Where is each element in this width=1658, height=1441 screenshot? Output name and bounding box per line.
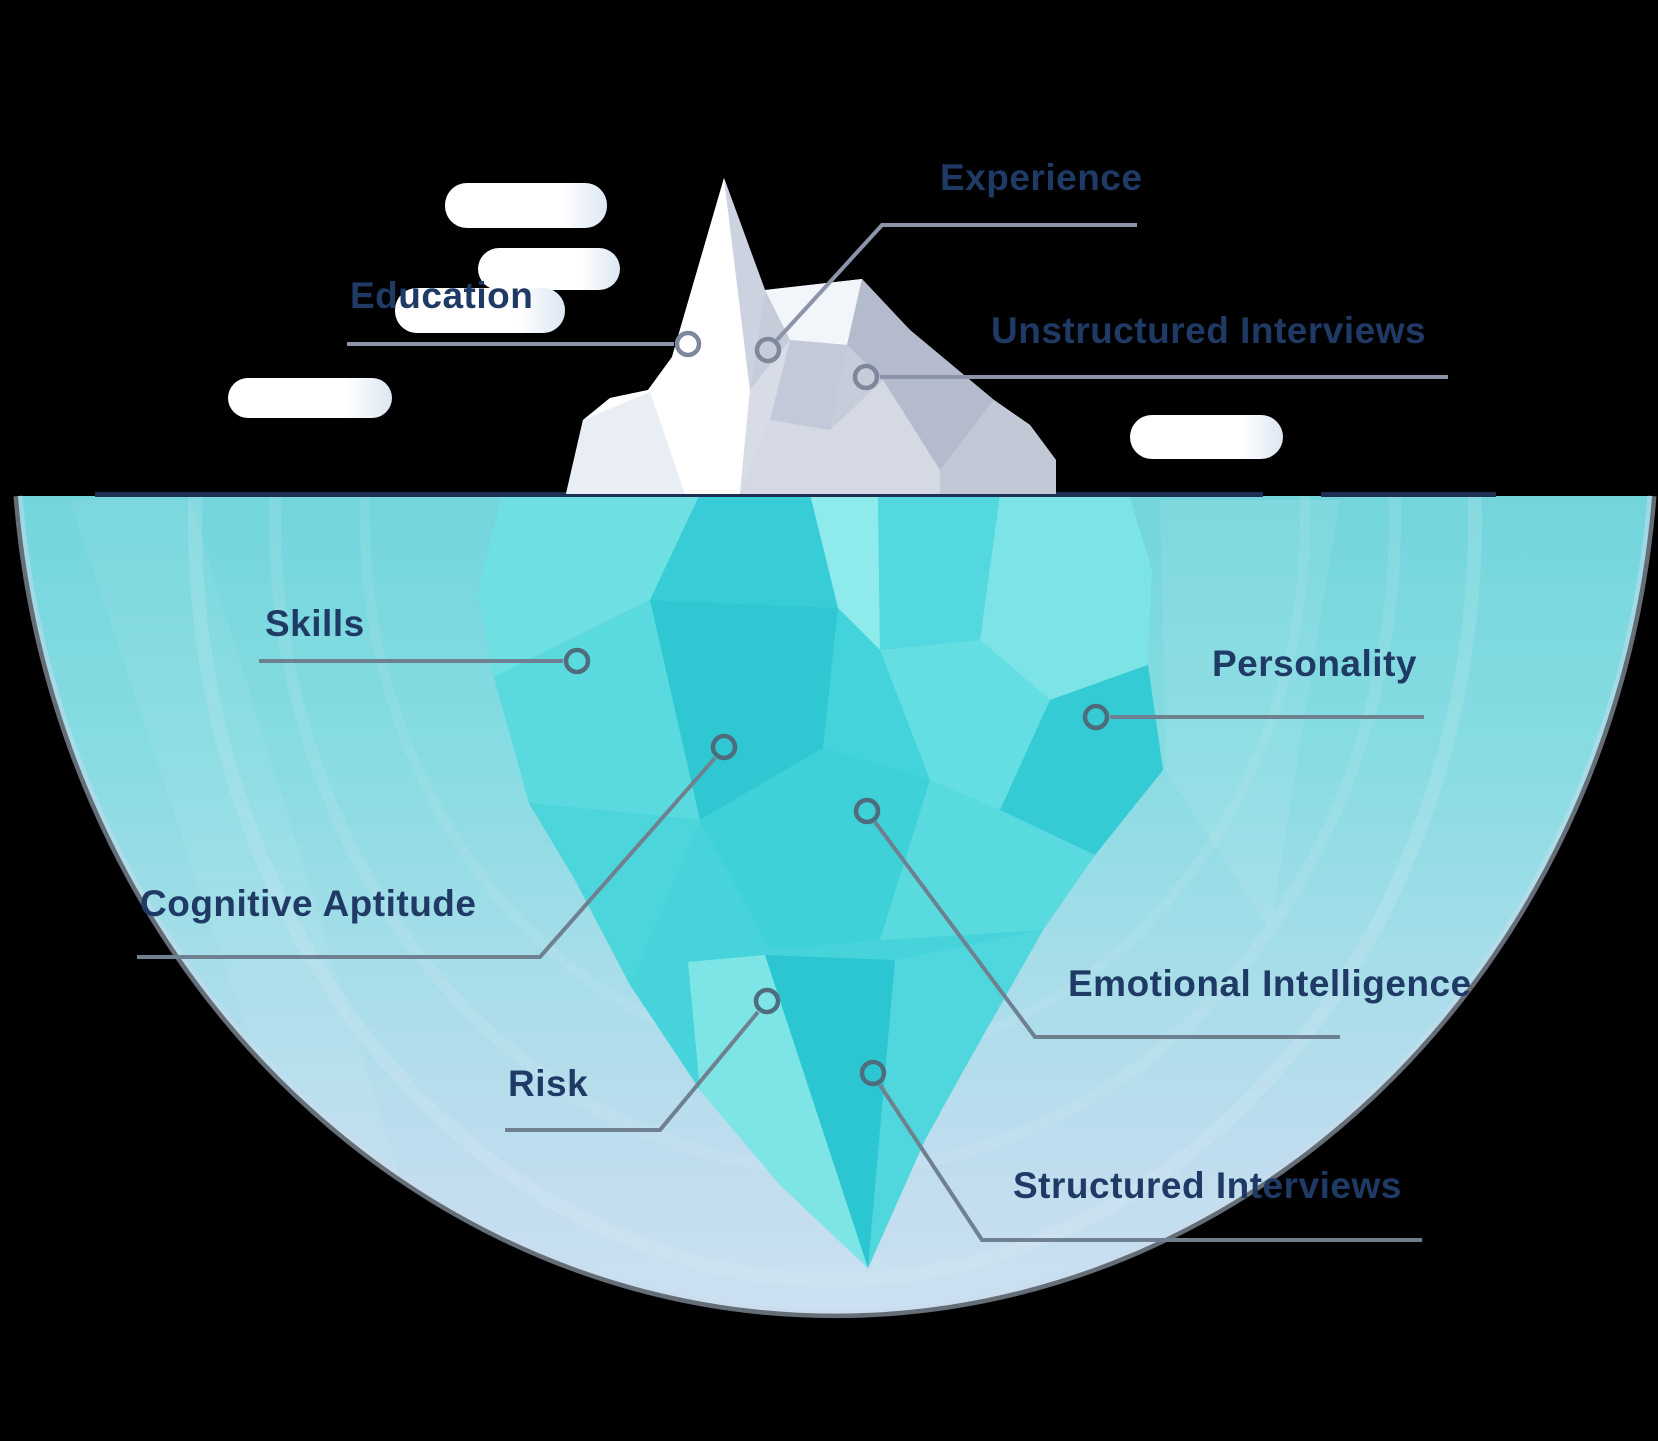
anchors-below-water [563,647,1110,1087]
iceberg-facet [650,600,838,820]
iceberg-facet [700,748,930,950]
cloud-shape [445,183,607,228]
anchor-circle-structured-interviews [859,1059,887,1087]
water-line-segment [95,492,1263,497]
iceberg-facet [1000,665,1163,855]
iceberg-facet [810,494,880,650]
anchor-circle-experience [754,336,782,364]
iceberg-facet [878,494,1000,650]
iceberg-facet [765,955,895,1268]
anchor-circle-risk [753,987,781,1015]
iceberg-above-water [566,178,1056,494]
iceberg-facet [494,600,700,820]
label-emotional-intelligence: Emotional Intelligence [1068,963,1472,1004]
iceberg-below-water [478,494,1163,1268]
cloud-shape [395,288,565,333]
label-cognitive-aptitude: Cognitive Aptitude [140,883,477,924]
anchor-circle-personality [1082,703,1110,731]
iceberg-facet [740,380,940,494]
label-personality: Personality [1212,643,1417,684]
cloud-shape [1130,415,1283,459]
anchors-above-water [674,330,880,391]
connectors-below-water [137,659,1424,1242]
connector-structured-interviews [878,1083,1422,1242]
iceberg-facet [980,494,1152,700]
iceberg-facet [847,279,994,470]
connectors-above-water [347,223,1448,379]
cloud-shape [478,248,620,290]
iceberg-facet [529,803,700,985]
anchor-circle-unstructured-interviews [852,363,880,391]
anchor-circle-emotional-intelligence [853,797,881,825]
connector-risk [505,1010,760,1132]
iceberg-facet [724,178,765,390]
iceberg-facet [868,930,1043,1268]
iceberg-facet [880,640,1050,810]
water-line-segment [1321,492,1496,497]
iceberg-facet [770,340,847,430]
connector-experience [775,223,1137,342]
anchor-circle-cognitive-aptitude [710,733,738,761]
iceberg-facet [740,340,790,494]
light-streak [70,500,420,1240]
clouds-group [228,183,1283,459]
cloud-shape [228,378,392,418]
label-education: Education [350,275,534,316]
iceberg-facet [650,494,838,608]
label-structured-interviews: Structured Interviews [1013,1165,1402,1206]
connector-emotional-intelligence [873,820,1340,1039]
label-experience: Experience [940,157,1143,198]
water-surface-line [95,492,1496,497]
label-skills: Skills [265,603,365,644]
anchor-circle-education [674,330,702,358]
label-risk: Risk [508,1063,589,1104]
iceberg-facet [940,400,1056,494]
iceberg-facet [566,392,685,494]
anchor-circle-skills [563,647,591,675]
iceberg-facet [478,494,700,677]
connector-cognitive-aptitude [137,756,717,959]
iceberg-facet [823,608,930,780]
iceberg-facet [688,955,868,1268]
label-unstructured-interviews: Unstructured Interviews [991,310,1427,351]
ripple-arc [188,496,1482,1287]
